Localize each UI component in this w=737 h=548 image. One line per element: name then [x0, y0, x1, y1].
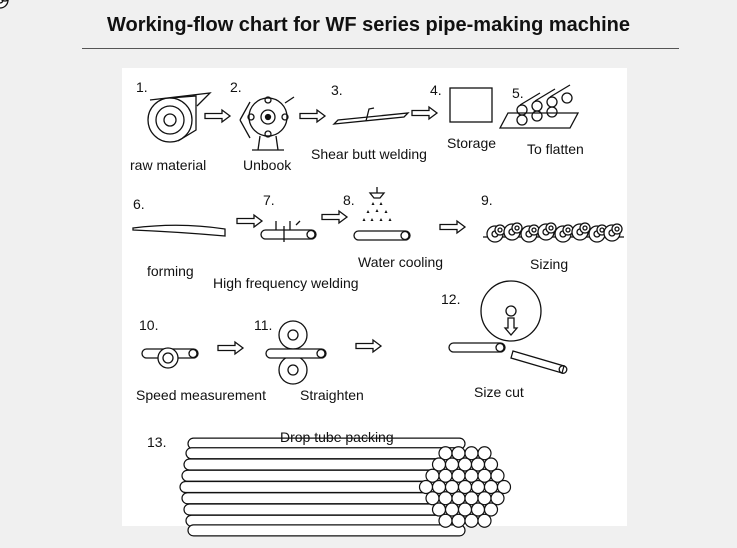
coil-illustration [147, 92, 212, 143]
step-number-3: 3. [331, 82, 343, 98]
step-number-9: 9. [481, 192, 493, 208]
storage-box-illustration [449, 87, 493, 123]
water-cooling-illustration [353, 187, 411, 241]
step-label-straighten: Straighten [300, 387, 364, 403]
step-number-10: 10. [139, 317, 159, 333]
uncoiler-illustration [239, 96, 295, 151]
step-label-unbook: Unbook [243, 157, 292, 173]
page-title: Working-flow chart for WF series pipe-ma… [106, 14, 631, 36]
size-cut-illustration [448, 280, 568, 374]
step-label-shear-butt-welding: Shear butt welding [311, 146, 427, 162]
step-number-4: 4. [430, 82, 442, 98]
step-number-8: 8. [343, 192, 355, 208]
flow-arrow [321, 210, 348, 224]
step-number-12: 12. [441, 291, 461, 307]
step-number-2: 2. [230, 79, 242, 95]
sizing-rollers-illustration [0, 0, 624, 243]
step-label-high-frequency-welding: High frequency welding [213, 275, 359, 291]
step-label-speed-measurement: Speed measurement [136, 387, 266, 403]
step-label-raw-material: raw material [130, 157, 207, 173]
flattening-rollers-illustration [498, 84, 580, 129]
step-label-water-cooling: Water cooling [358, 254, 444, 270]
title-divider [82, 48, 679, 49]
step-number-1: 1. [136, 79, 148, 95]
step-label-storage: Storage [447, 135, 497, 151]
speed-measurement-illustration [141, 347, 199, 369]
flow-arrow [217, 341, 244, 355]
flow-arrow [355, 339, 382, 353]
tube-bundle-illustration [179, 437, 512, 537]
step-label-drop-tube-packing: Drop tube packing [280, 429, 394, 445]
strip-welding-illustration [332, 107, 410, 125]
step-number-13: 13. [147, 434, 167, 450]
step-number-6: 6. [133, 196, 145, 212]
step-number-7: 7. [263, 192, 275, 208]
flow-arrow [411, 106, 438, 120]
step-number-5: 5. [512, 85, 524, 101]
flow-arrow [299, 109, 326, 123]
straightener-illustration [265, 320, 327, 385]
step-number-11: 11. [254, 317, 273, 333]
step-label-size-cut: Size cut [474, 384, 524, 400]
forming-strip-illustration [132, 224, 226, 237]
hf-welding-illustration [260, 220, 317, 242]
flow-arrow [439, 220, 466, 234]
step-label-to-flatten: To flatten [527, 141, 584, 157]
flow-arrow [236, 214, 263, 228]
step-label-forming: forming [147, 263, 194, 279]
step-label-sizing: Sizing [530, 256, 569, 272]
flow-arrow [204, 109, 231, 123]
